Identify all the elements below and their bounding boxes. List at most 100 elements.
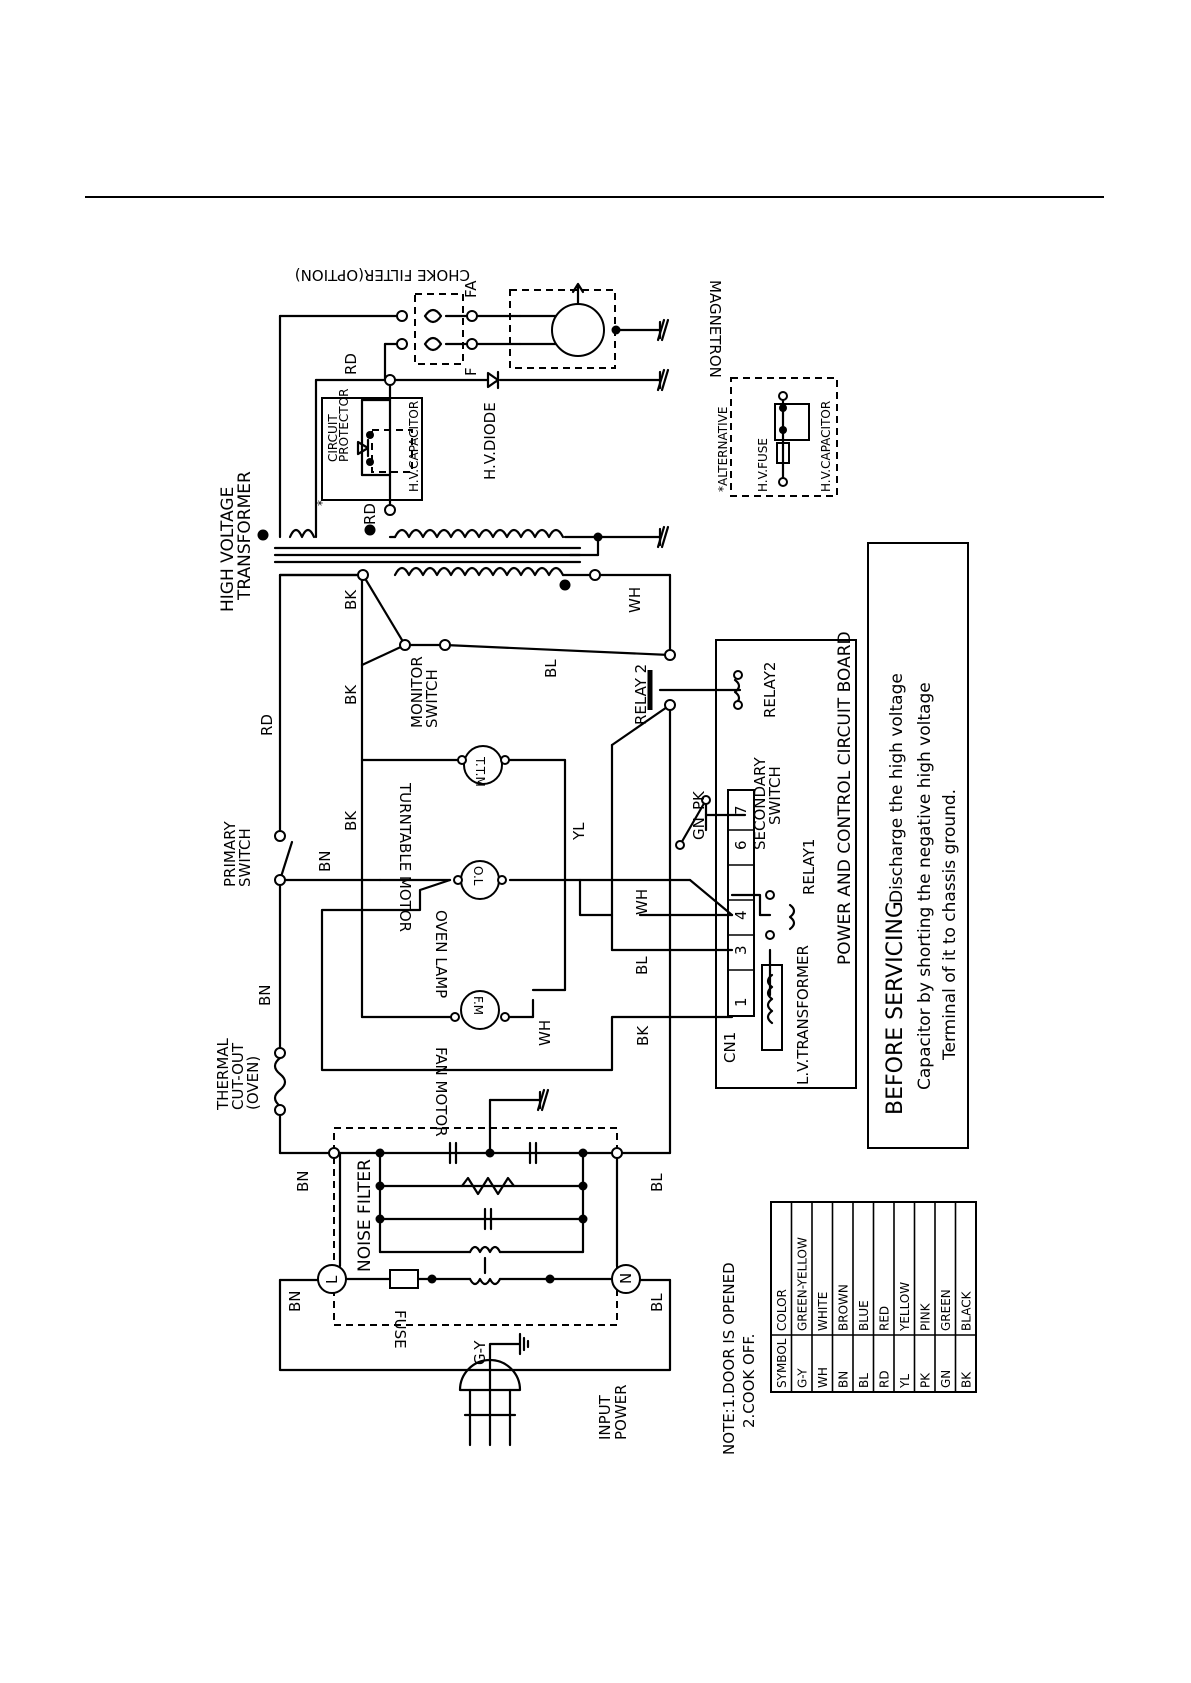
warning-line2: Capacitor by shorting the negative high … [915, 682, 935, 1090]
pin-3: 3 [732, 945, 750, 955]
warning-text: BEFORE SERVICING Discharge the high volt… [883, 673, 960, 1115]
color-table-color: BROWN [837, 1284, 851, 1331]
label-fuse: FUSE [391, 1310, 409, 1349]
color-table-symbol: PK [919, 1372, 933, 1388]
label-protector: PROTECTOR [337, 389, 351, 462]
label-relay2-coil: RELAY2 [761, 662, 779, 718]
color-table-header-symbol: SYMBOL [775, 1338, 789, 1388]
wire-bk-board: BK [634, 1025, 652, 1046]
color-table-symbol: BN [837, 1371, 851, 1388]
filter-resistor [460, 1176, 516, 1196]
wire-yl: YL [570, 822, 588, 841]
label-primary-switch-2: SWITCH [236, 828, 254, 887]
circuit-protector-box [321, 397, 423, 501]
label-alt-hv-capacitor: H.V.CAPACITOR [819, 401, 833, 492]
hv-secondary-winding [393, 528, 565, 539]
pin-4: 4 [732, 910, 750, 920]
label-n: N [617, 1273, 635, 1284]
label-thermal-3: (OVEN) [244, 1056, 262, 1110]
junction-dots [257, 325, 787, 1284]
label-fan-motor: FAN MOTOR [432, 1047, 450, 1137]
wire-gy: G-Y [471, 1340, 489, 1365]
wire-bl-mon: BL [542, 659, 560, 678]
wire-rd-top: RD [258, 714, 276, 736]
wire-wh-hv: WH [626, 587, 644, 613]
label-control-board: POWER AND CONTROL CIRCUIT BOARD [835, 631, 855, 965]
filter-capacitor-top [448, 1141, 458, 1165]
label-magnetron: MAGNETRON [706, 280, 724, 378]
input-plug [458, 1358, 522, 1447]
note-line1: NOTE:1.DOOR IS OPENED [720, 1262, 738, 1455]
color-table-color: BLACK [960, 1290, 974, 1331]
label-circuit: CIRCUIT [326, 414, 340, 462]
lv-transformer-box [761, 964, 783, 1051]
color-table-color: RED [878, 1306, 892, 1331]
label-hvt-2: TRANSFORMER [235, 471, 255, 601]
label-alternative: *ALTERNATIVE [716, 407, 730, 492]
pin-7: 7 [732, 805, 750, 815]
choke-coils [423, 308, 443, 352]
wire-bk-1: BK [342, 810, 360, 831]
labels: INPUTPOWER BN BL G-Y FUSE L N NOISE FILT… [214, 266, 855, 1440]
label-oven-lamp: OVEN LAMP [432, 910, 450, 998]
color-table-header-color: COLOR [775, 1289, 789, 1331]
label-primary-switch-1: PRIMARY [221, 820, 239, 887]
wire-bk-2: BK [342, 684, 360, 705]
color-table-symbol: GN [939, 1370, 953, 1388]
wire-rd-1: RD [342, 353, 360, 375]
label-ol: O.L [471, 866, 485, 886]
warning-line1b: Discharge the high voltage [887, 673, 907, 903]
label-turntable-motor: TURNTABLE MOTOR [396, 782, 414, 932]
alternative-box [730, 377, 838, 497]
magnetron-arrow [571, 282, 585, 306]
choke-filter-box [414, 293, 464, 365]
color-table-symbol: G-Y [796, 1368, 810, 1388]
label-thermal-1: THERMAL [214, 1037, 232, 1111]
warning-line1: BEFORE SERVICING [883, 901, 908, 1115]
label-input-power: INPUTPOWER [596, 1384, 630, 1440]
fuse-body [389, 1269, 419, 1289]
label-secondary-1: SECONDARY [751, 756, 769, 850]
color-table-color: GREEN-YELLOW [796, 1237, 810, 1331]
alt-hv-capacitor [774, 403, 810, 441]
ground-symbols [536, 318, 670, 1112]
color-table-color: PINK [919, 1302, 933, 1331]
label-noise-filter: NOISE FILTER [355, 1159, 375, 1272]
pin-6: 6 [732, 840, 750, 850]
hv-diode [486, 370, 500, 390]
wire-bk-3: BK [342, 589, 360, 610]
wire-rd-2: RD [361, 503, 379, 525]
filter-capacitor-top2 [528, 1141, 538, 1165]
color-table-color: GREEN [939, 1289, 953, 1331]
label-ttm: T.T.M [473, 756, 487, 787]
note-line2: 2.COOK OFF. [740, 1334, 758, 1428]
wire-bl-nf: BL [648, 1173, 666, 1192]
wire-pk: PK [690, 790, 708, 810]
label-fm: F.M [471, 996, 485, 1015]
label-monitor-1: MONITOR [408, 656, 426, 728]
pin-1: 1 [732, 997, 750, 1007]
label-hv-diode: H.V.DIODE [481, 402, 499, 480]
terminal-circles [274, 310, 788, 1159]
lv-transformer-coil [766, 973, 774, 1025]
hv-primary-winding [393, 566, 565, 577]
control-board [715, 639, 857, 1089]
label-lv-transformer: L.V.TRANSFORMER [794, 945, 812, 1085]
thermal-cutout [273, 1056, 287, 1112]
ttm-motor [463, 745, 503, 785]
wire-wh-fan: WH [536, 1020, 554, 1046]
filter-choke [468, 1245, 502, 1286]
color-table-color: BLUE [857, 1300, 871, 1331]
color-table-symbol: YL [898, 1374, 912, 1389]
alt-hv-fuse [776, 442, 790, 464]
noise-filter-box [333, 1127, 618, 1326]
label-asterisk: * [315, 500, 329, 506]
label-relay2: RELAY 2 [632, 664, 650, 725]
hv-capacitor-dashed [371, 429, 413, 473]
label-alt-hv-fuse: H.V.FUSE [756, 438, 770, 492]
warning-line3: Terminal of it to chassis ground. [940, 789, 960, 1061]
color-table-color: WHITE [816, 1292, 830, 1331]
warning-box [867, 542, 969, 1149]
wire-f: F [462, 367, 480, 376]
line-terminal [317, 1264, 347, 1294]
